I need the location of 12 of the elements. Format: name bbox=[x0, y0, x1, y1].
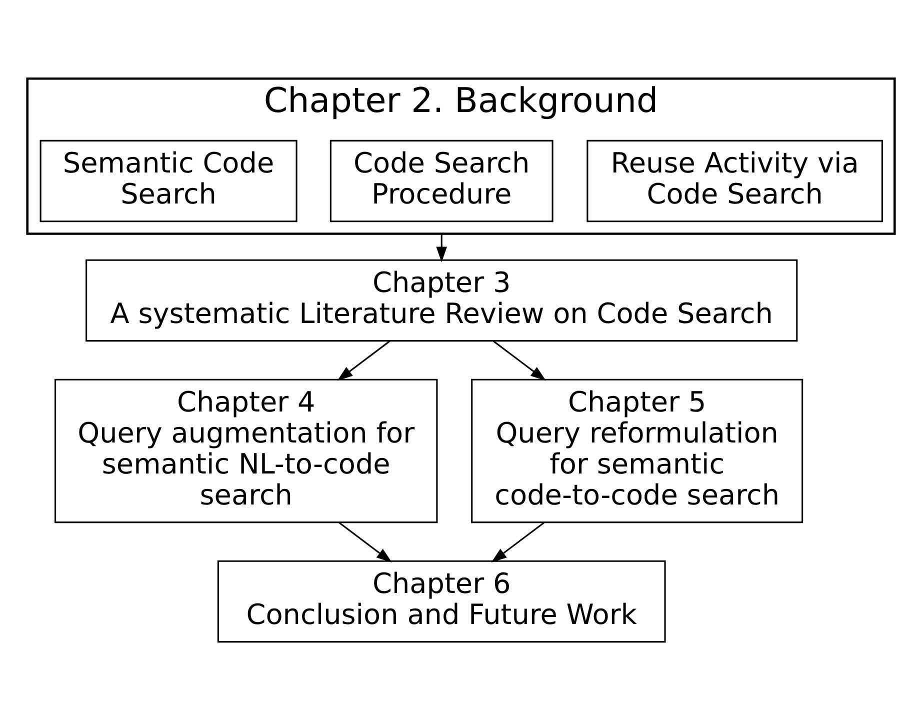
arrow bbox=[436, 234, 448, 262]
node-box: Reuse Activity via Code Search bbox=[586, 140, 883, 222]
arrow bbox=[337, 340, 390, 381]
node-box: Semantic Code Search bbox=[40, 140, 298, 222]
node-box: Code Search Procedure bbox=[330, 140, 554, 222]
node-box: Chapter 3 A systematic Literature Review on Code Search bbox=[86, 259, 798, 342]
node-box: Chapter 6 Conclusion and Future Work bbox=[217, 560, 666, 643]
arrow bbox=[493, 340, 546, 381]
node-box: Chapter 5 Query reformulation for semantic code-to-code search bbox=[471, 378, 804, 524]
arrow bbox=[338, 522, 392, 563]
arrow bbox=[491, 522, 544, 563]
node-box: Chapter 4 Query augmentation for semantic NL-to-code search bbox=[54, 378, 438, 524]
